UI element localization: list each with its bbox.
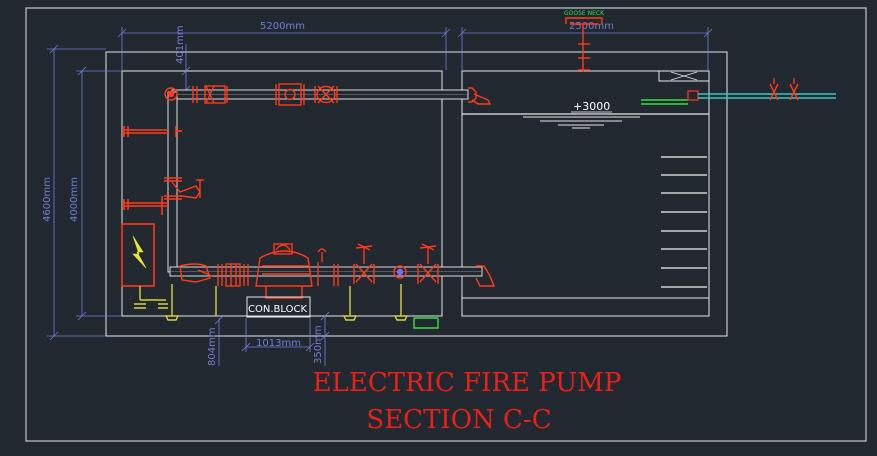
top-pipe <box>171 89 469 100</box>
top-pipe-fittings <box>164 83 492 106</box>
drawing-title-line1: ELECTRIC FIRE PUMP <box>313 368 622 398</box>
pump-room-inner-wall <box>121 70 443 317</box>
tank-manhole <box>658 70 710 82</box>
dim-block-width: 1013mm <box>256 338 301 349</box>
floor-drain <box>413 317 439 329</box>
vertical-valve-assembly <box>164 177 204 200</box>
dim-block-offset: 804mm <box>207 327 218 366</box>
drawing-title-line2: SECTION C-C <box>366 405 551 435</box>
drawing-frame <box>25 7 867 442</box>
tank-inlet-pipe <box>641 78 836 105</box>
left-branch-valves <box>122 126 182 215</box>
building-outer-wall <box>105 51 728 337</box>
bottom-pipe <box>169 266 483 277</box>
dimension-lines <box>47 27 713 366</box>
water-level-symbol <box>523 116 640 129</box>
pump-assembly <box>179 243 496 299</box>
dim-outer-height: 4600mm <box>42 177 53 222</box>
dim-inner-height: 4000mm <box>69 177 80 222</box>
dim-block-height: 350mm <box>313 325 324 364</box>
dim-tank-width: 2500mm <box>569 21 614 32</box>
goose-neck-label: GOOSE NECK <box>564 10 605 17</box>
manhole-cross-b <box>670 71 698 81</box>
tank-room-wall <box>461 70 710 317</box>
con-block-label: CON.BLOCK <box>248 304 307 315</box>
dim-top-width: 5200mm <box>260 21 305 32</box>
tank-ladder <box>661 156 707 288</box>
level-label: +3000 <box>573 100 610 113</box>
goose-neck-vent <box>565 17 603 72</box>
concrete-block <box>246 296 311 318</box>
pipe-supports <box>134 284 409 321</box>
dim-pipe-offset: 401mm <box>175 25 186 64</box>
electrical-panel <box>121 223 155 287</box>
